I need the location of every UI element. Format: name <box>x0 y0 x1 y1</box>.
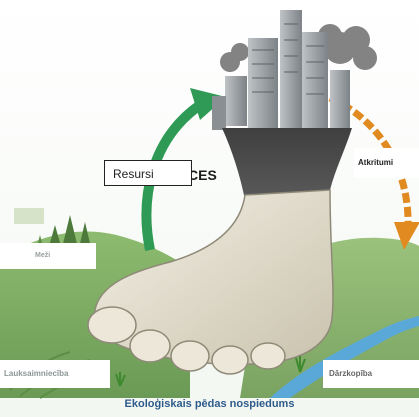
label-resources: Resursi <box>104 160 192 186</box>
label-gardening: Dārzkopība <box>323 360 419 388</box>
partial-word: CES <box>188 167 217 183</box>
figure-caption: Ekoloģiskais pēdas nospiedums <box>0 398 419 410</box>
label-farming: Lauksaimniecība <box>0 360 110 388</box>
label-forests: Meži <box>0 243 96 269</box>
label-waste: Atkritumi <box>354 148 419 178</box>
